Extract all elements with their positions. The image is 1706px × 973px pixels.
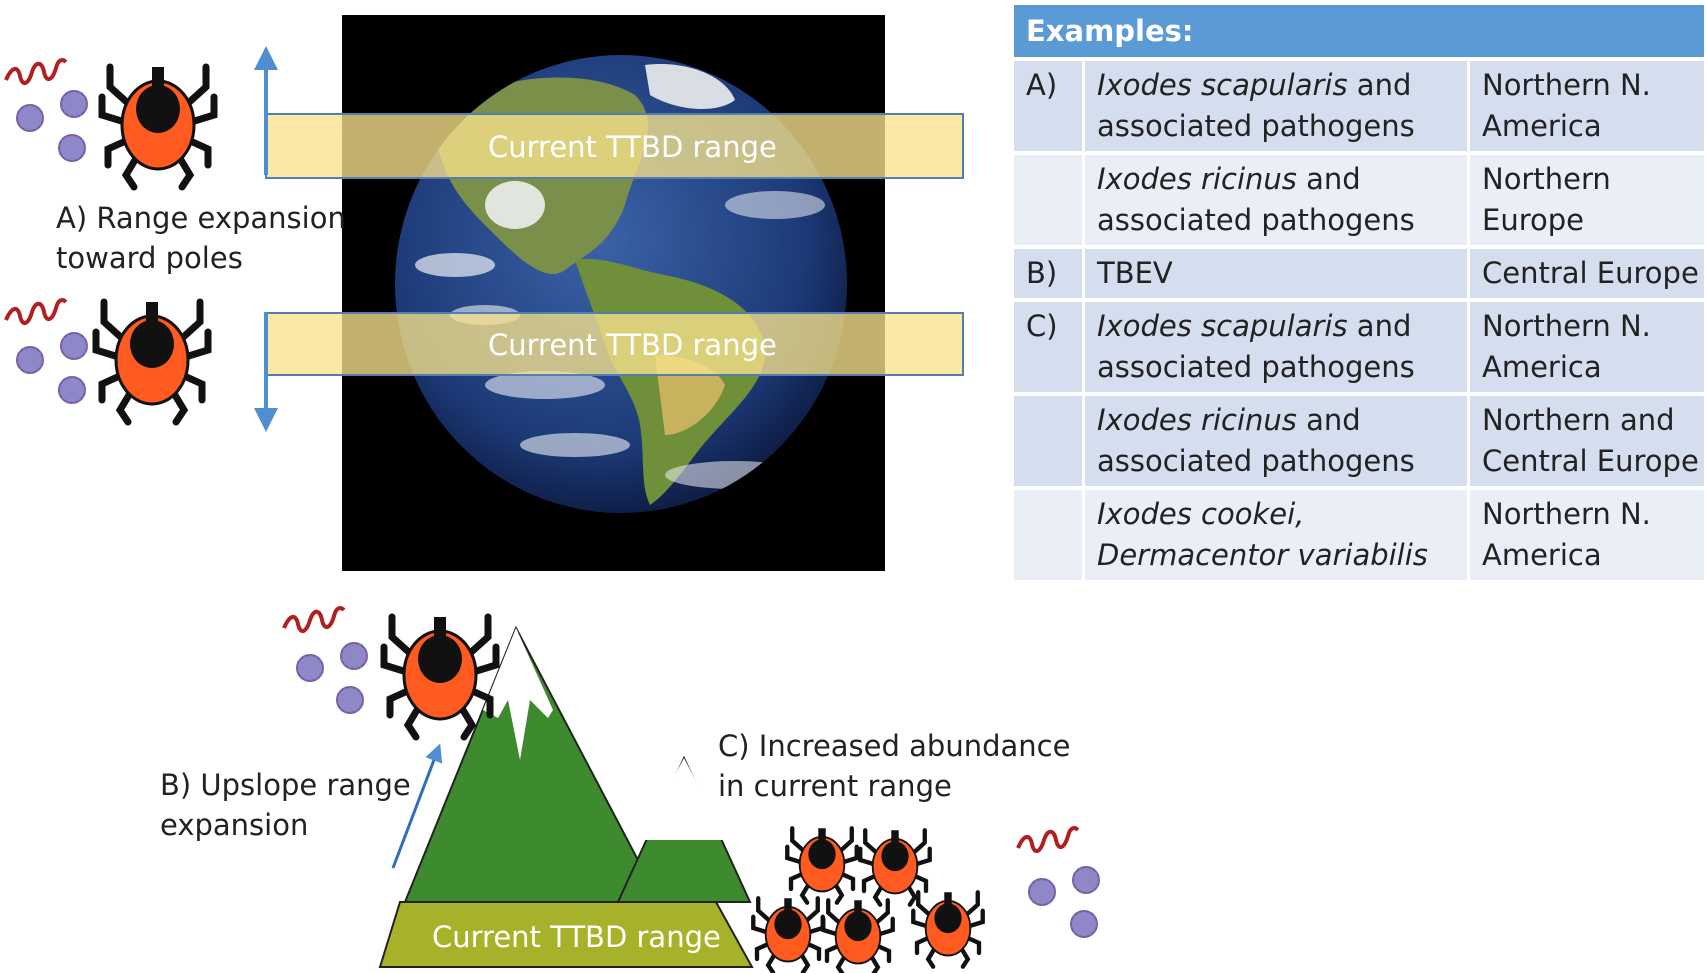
- tick-icon: [913, 892, 982, 966]
- label-c-abundance: C) Increased abundance in current range: [718, 729, 1071, 803]
- tick-icon: [753, 898, 822, 972]
- row-organism: Ixodes ricinus and associated pathogens: [1082, 151, 1467, 245]
- virus-icon: [16, 346, 44, 374]
- virus-icon: [60, 90, 88, 118]
- table-row: Ixodes ricinus and associated pathogens …: [1014, 392, 1704, 486]
- upslope-arrow-icon: [391, 743, 443, 869]
- tick-icon: [96, 302, 208, 422]
- spirochete-icon: [1016, 826, 1080, 854]
- tick-icon: [823, 900, 892, 973]
- virus-icon: [60, 332, 88, 360]
- ttbd-range-band-south: [265, 312, 964, 376]
- virus-icon: [1070, 910, 1098, 938]
- row-letter: [1014, 392, 1082, 486]
- row-organism: Ixodes ricinus and associated pathogens: [1082, 392, 1467, 486]
- table-row: A) Ixodes scapularis and associated path…: [1014, 57, 1704, 151]
- virus-icon: [296, 654, 324, 682]
- row-letter: [1014, 486, 1082, 580]
- table-row: B) TBEV Central Europe: [1014, 245, 1704, 298]
- virus-icon: [1072, 866, 1100, 894]
- label-a-range-expansion: A) Range expansion toward poles: [56, 201, 346, 275]
- spirochete-icon: [282, 606, 346, 634]
- ttbd-range-label-north: Current TTBD range: [488, 130, 777, 164]
- virus-icon: [336, 686, 364, 714]
- virus-icon: [340, 642, 368, 670]
- table-row: Ixodes cookei, Dermacentor variabilis No…: [1014, 486, 1704, 580]
- row-region: Central Europe: [1467, 245, 1704, 298]
- table-row: Ixodes ricinus and associated pathogens …: [1014, 151, 1704, 245]
- spirochete-icon: [4, 58, 68, 86]
- row-organism: Ixodes cookei, Dermacentor variabilis: [1082, 486, 1467, 580]
- row-organism: TBEV: [1082, 245, 1467, 298]
- ttbd-range-band-north: [265, 113, 964, 179]
- row-region: Northern and Central Europe: [1467, 392, 1704, 486]
- mountain-base-range: [378, 901, 754, 968]
- virus-icon: [58, 376, 86, 404]
- row-region: Northern N. America: [1467, 298, 1704, 392]
- row-organism: Ixodes scapularis and associated pathoge…: [1082, 298, 1467, 392]
- row-organism: Ixodes scapularis and associated pathoge…: [1082, 57, 1467, 151]
- ttbd-range-label-south: Current TTBD range: [488, 328, 777, 362]
- row-region: Northern Europe: [1467, 151, 1704, 245]
- ttbd-range-label-mountain: Current TTBD range: [432, 920, 721, 954]
- row-letter: [1014, 151, 1082, 245]
- snowcap-small: [640, 758, 726, 840]
- row-letter: C): [1014, 298, 1082, 392]
- table-row: C) Ixodes scapularis and associated path…: [1014, 298, 1704, 392]
- row-region: Northern N. America: [1467, 57, 1704, 151]
- virus-icon: [58, 134, 86, 162]
- tick-icon: [102, 67, 214, 187]
- row-letter: B): [1014, 245, 1082, 298]
- virus-icon: [16, 104, 44, 132]
- row-letter: A): [1014, 57, 1082, 151]
- row-region: Northern N. America: [1467, 486, 1704, 580]
- tick-icon: [787, 828, 856, 902]
- spirochete-icon: [4, 298, 68, 326]
- label-b-upslope: B) Upslope range expansion: [160, 768, 411, 842]
- snowcap-large: [483, 628, 553, 760]
- table-header: Examples:: [1014, 5, 1704, 57]
- examples-table: Examples: A) Ixodes scapularis and assoc…: [1014, 5, 1704, 580]
- virus-icon: [1028, 878, 1056, 906]
